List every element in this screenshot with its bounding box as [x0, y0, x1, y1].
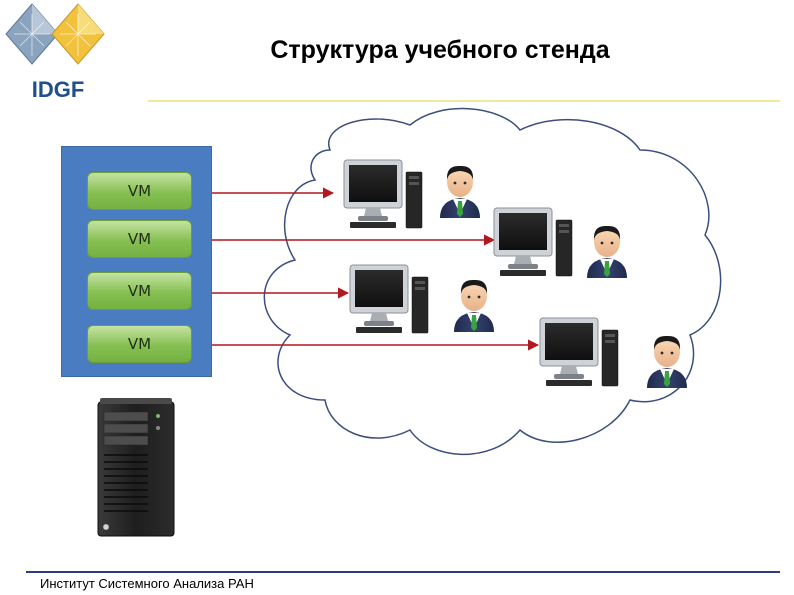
- title-divider: [148, 100, 780, 102]
- idgf-logo: IDGF: [5, 3, 105, 102]
- vm-box-2: VM: [87, 220, 192, 258]
- vm-box-1: VM: [87, 172, 192, 210]
- vm-label: VM: [127, 282, 152, 300]
- vm-box-3: VM: [87, 272, 192, 310]
- vm-label: VM: [127, 182, 152, 200]
- footer-text: Институт Системного Анализа РАН: [40, 576, 254, 591]
- page-title: Структура учебного стенда: [270, 36, 610, 64]
- footer-divider: [26, 571, 780, 573]
- vm-label: VM: [127, 230, 152, 248]
- vm-box-4: VM: [87, 325, 192, 363]
- vm-label: VM: [127, 335, 152, 353]
- logo-emblem: [5, 3, 105, 65]
- network-cloud: [263, 107, 722, 456]
- logo-text: IDGF: [32, 77, 85, 102]
- server-tower-icon: [97, 398, 175, 537]
